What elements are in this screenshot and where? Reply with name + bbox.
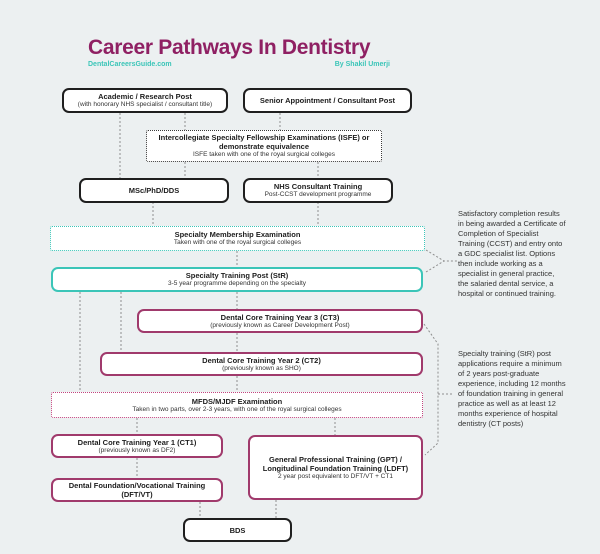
node-dental-core-training-ct2: Dental Core Training Year 2 (CT2) (previ… bbox=[100, 352, 423, 376]
node-subtitle: 3-5 year programme depending on the spec… bbox=[167, 280, 307, 287]
node-dental-core-training-ct3: Dental Core Training Year 3 (CT3) (previ… bbox=[137, 309, 423, 333]
node-title: General Professional Training (GPT) / bbox=[269, 454, 402, 464]
node-title-line2: (DFT/VT) bbox=[121, 490, 153, 499]
node-specialty-training-post-str: Specialty Training Post (StR) 3-5 year p… bbox=[51, 267, 423, 292]
node-title-line2: demonstrate equivalence bbox=[218, 142, 310, 151]
node-subtitle: (with honorary NHS specialist / consulta… bbox=[77, 101, 213, 108]
annotation-ccst-completion: Satisfactory completion results in being… bbox=[458, 209, 566, 298]
node-title: Academic / Research Post bbox=[98, 92, 192, 101]
node-subtitle: Taken in two parts, over 2-3 years, with… bbox=[132, 405, 342, 413]
node-gpt-ldft-training: General Professional Training (GPT) / Lo… bbox=[248, 435, 423, 500]
node-subtitle: 2 year post equivalent to DFT/VT + CT1 bbox=[278, 472, 393, 480]
node-title: Specialty Training Post (StR) bbox=[185, 271, 289, 280]
site-link[interactable]: DentalCareersGuide.com bbox=[88, 61, 172, 68]
header: Career Pathways In Dentistry DentalCaree… bbox=[88, 36, 390, 68]
node-isfe-examination: Intercollegiate Specialty Fellowship Exa… bbox=[146, 130, 382, 162]
node-senior-appointment: Senior Appointment / Consultant Post bbox=[243, 88, 412, 113]
node-title: NHS Consultant Training bbox=[273, 182, 363, 191]
node-academic-research-post: Academic / Research Post (with honorary … bbox=[62, 88, 228, 113]
node-subtitle: (previously known as SHO) bbox=[222, 364, 301, 372]
node-subtitle: Post-CCST development programme bbox=[264, 191, 372, 198]
node-title: BDS bbox=[229, 525, 246, 535]
node-title: Specialty Membership Examination bbox=[174, 230, 301, 239]
node-mfds-mjdf-examination: MFDS/MJDF Examination Taken in two parts… bbox=[51, 392, 423, 418]
page-title: Career Pathways In Dentistry bbox=[88, 36, 371, 59]
node-title: MFDS/MJDF Examination bbox=[191, 396, 283, 406]
node-specialty-membership-exam: Specialty Membership Examination Taken w… bbox=[50, 226, 425, 251]
node-title: Dental Core Training Year 3 (CT3) bbox=[220, 312, 340, 322]
node-title: Dental Core Training Year 1 (CT1) bbox=[77, 437, 197, 447]
node-subtitle: (previously known as Career Development … bbox=[210, 321, 350, 329]
node-bds: BDS bbox=[183, 518, 292, 542]
node-subtitle: Taken with one of the royal surgical col… bbox=[173, 239, 302, 246]
node-subtitle: (previously known as DF2) bbox=[98, 446, 176, 454]
annotation-str-requirements: Specialty training (StR) post applicatio… bbox=[458, 349, 566, 428]
node-title: Senior Appointment / Consultant Post bbox=[259, 96, 396, 105]
node-dental-core-training-ct1: Dental Core Training Year 1 (CT1) (previ… bbox=[51, 434, 223, 458]
author-byline: By Shakil Umerji bbox=[334, 61, 390, 68]
node-title: Dental Foundation/Vocational Training bbox=[68, 481, 206, 490]
node-msc-phd-dds: MSc/PhD/DDS bbox=[79, 178, 229, 203]
node-subtitle: ISFE taken with one of the royal surgica… bbox=[193, 151, 335, 158]
node-title: MSc/PhD/DDS bbox=[128, 186, 180, 195]
node-nhs-consultant-training: NHS Consultant Training Post-CCST develo… bbox=[243, 178, 393, 203]
node-title-line2: Longitudinal Foundation Training (LDFT) bbox=[262, 463, 409, 473]
node-title: Intercollegiate Specialty Fellowship Exa… bbox=[158, 133, 370, 142]
node-dental-foundation-training: Dental Foundation/Vocational Training (D… bbox=[51, 478, 223, 502]
node-title: Dental Core Training Year 2 (CT2) bbox=[202, 355, 321, 365]
